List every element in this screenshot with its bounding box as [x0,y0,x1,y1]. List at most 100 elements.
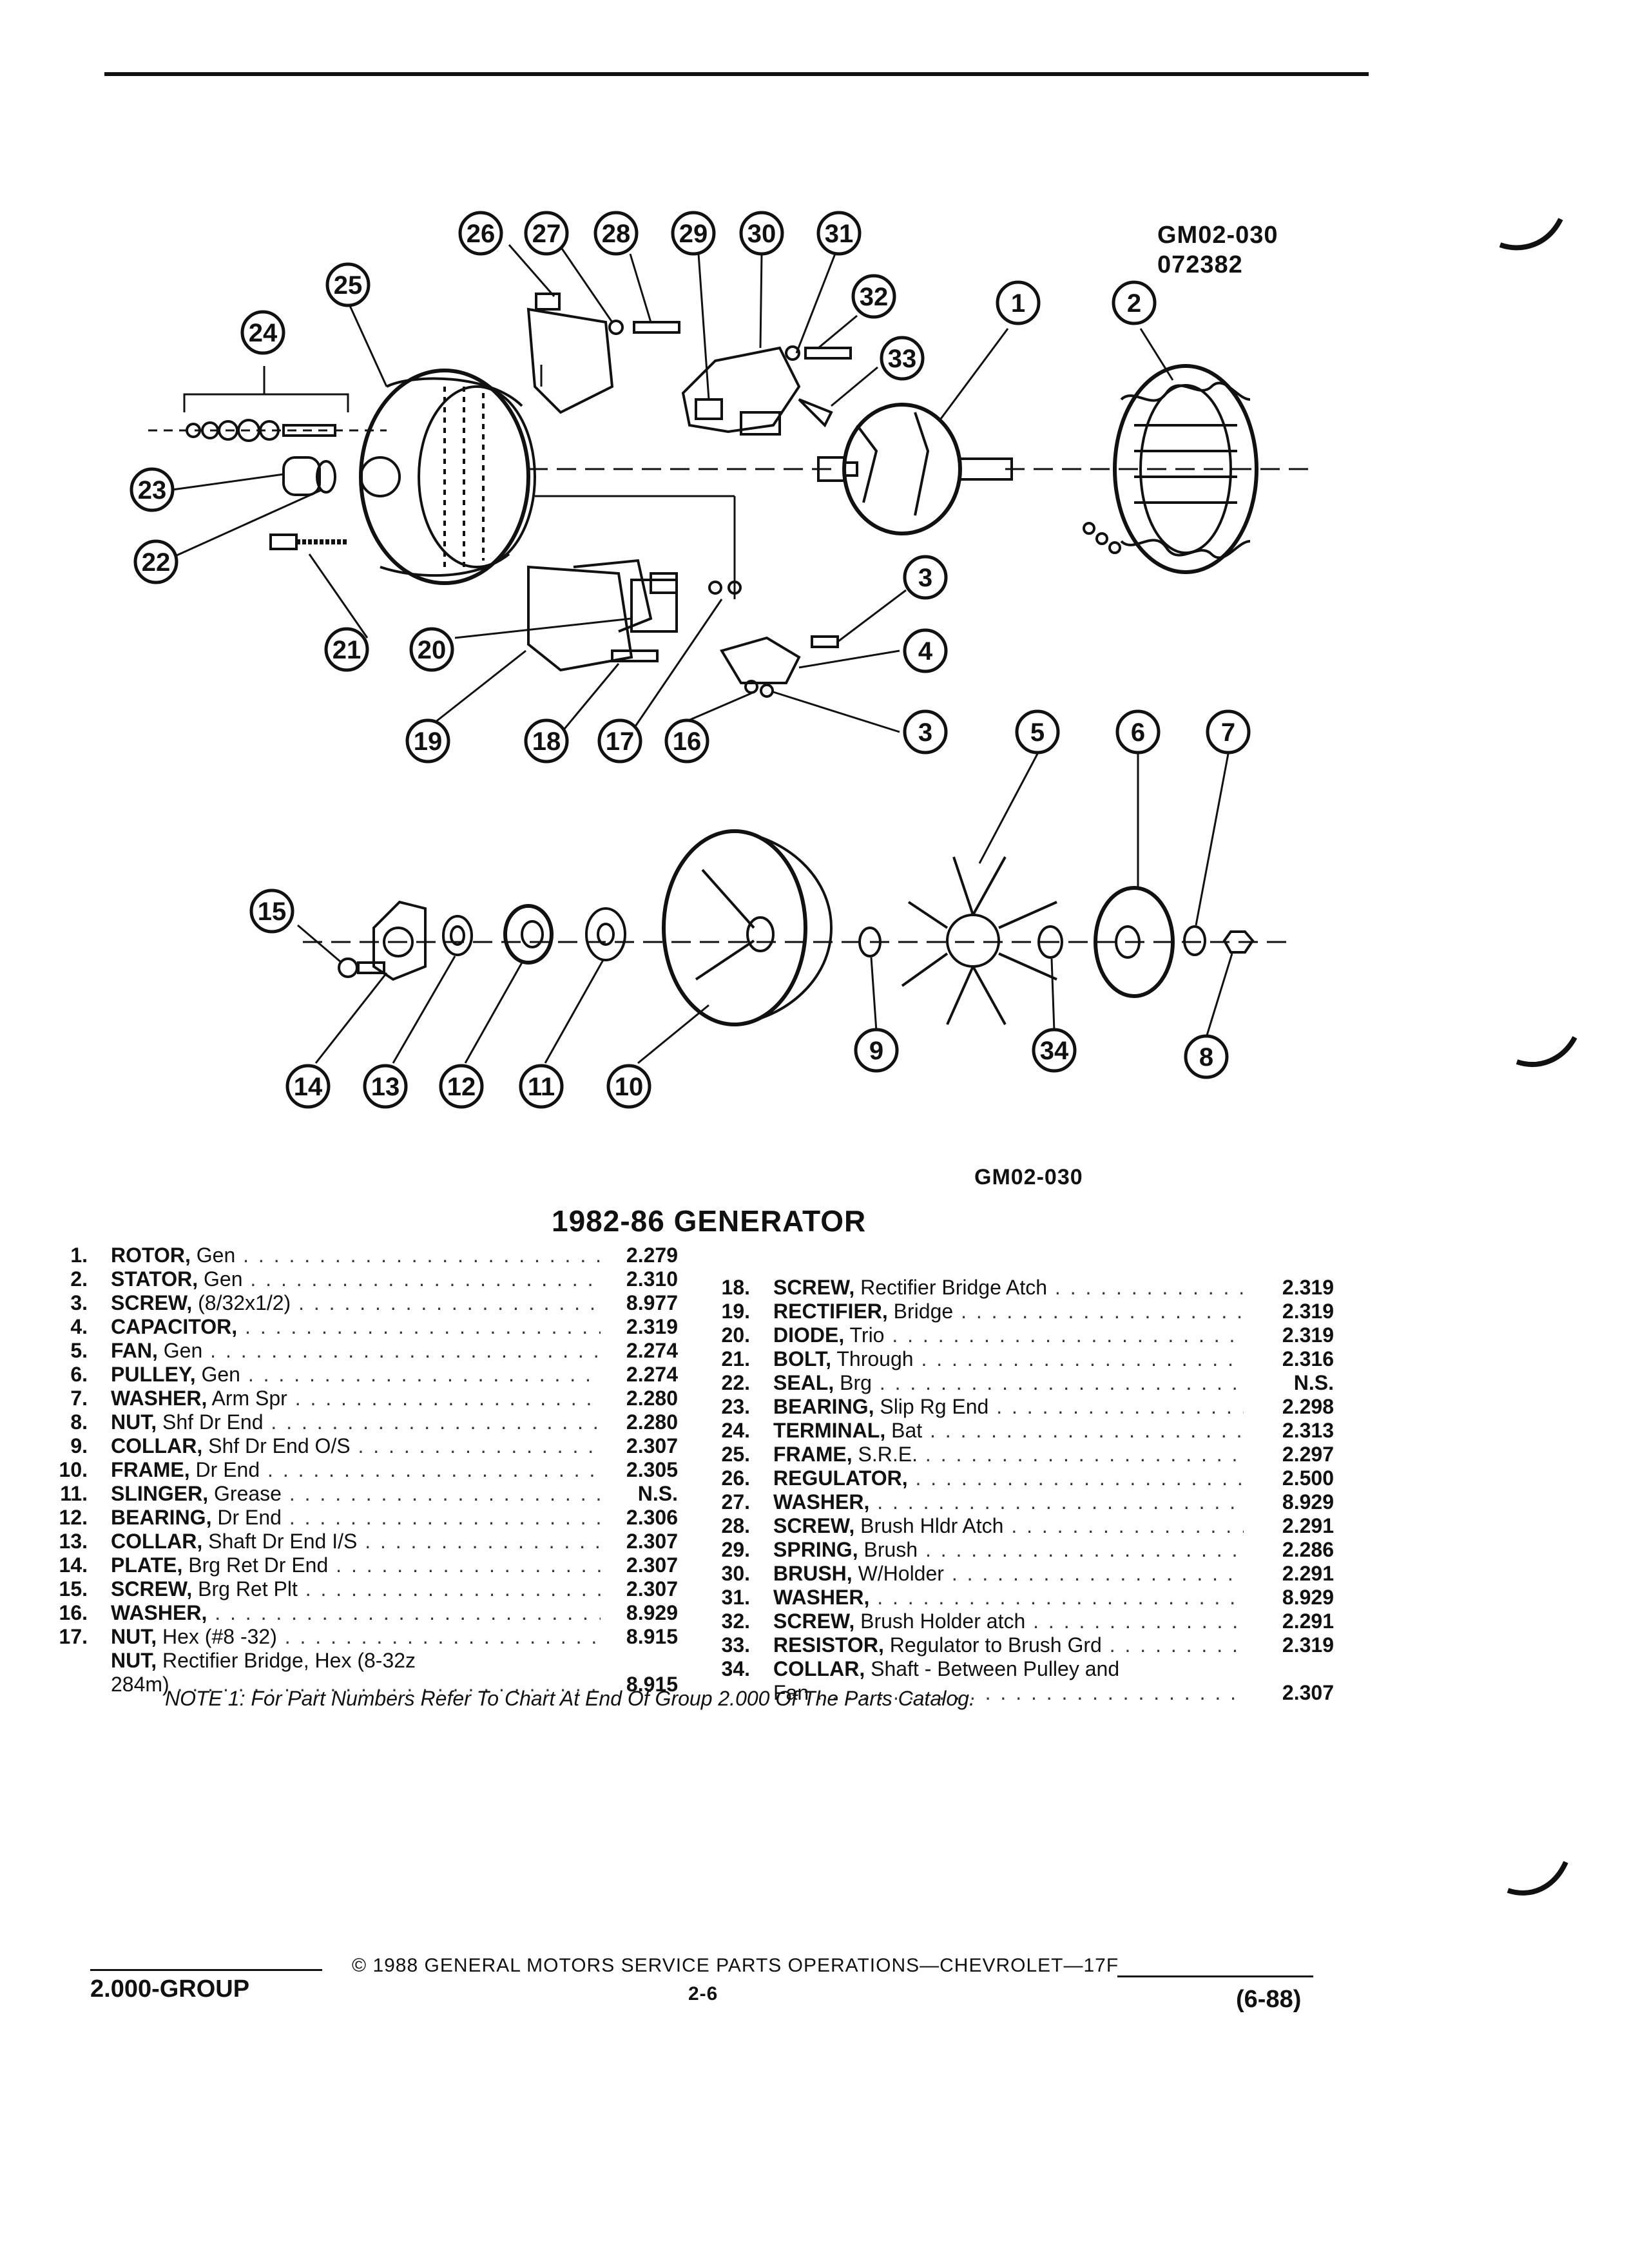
part-description: STATOR, Gen . . . . . . . . . . . . . . … [111,1267,601,1291]
svg-text:17: 17 [606,727,635,756]
callout-29 [671,211,716,256]
callout-33 [880,336,925,381]
part-number: 2. [70,1267,88,1291]
footer-rule-right [1117,1975,1313,1977]
group-number: 8.977 [626,1291,678,1314]
parts-list-title: 1982-86 GENERATOR [552,1204,867,1238]
dot-leader: . . . . . . . . . . . . . . . . . . . . … [250,1267,601,1291]
part-description: BOLT, Through . . . . . . . . . . . . . … [773,1347,1244,1371]
group-number: 8.929 [1282,1586,1334,1609]
part-detail: Hex (#8 -32) [157,1625,277,1648]
part-number: 22. [721,1371,750,1394]
svg-text:12: 12 [447,1073,476,1101]
stator-part [1083,364,1258,574]
part-row: 16.WASHER, . . . . . . . . . . . . . . .… [40,1601,704,1625]
dot-leader: . . . . . . . . . . . . . . . . . . . . … [365,1530,601,1553]
callout-12 [439,1064,484,1109]
part-detail: Slip Rg End [874,1395,989,1418]
part-detail: Dr End [189,1458,260,1481]
frame-sre-part [359,369,536,585]
part-number: 9. [70,1434,88,1457]
callout-10 [606,1064,651,1109]
part-name: SCREW, [773,1276,855,1299]
callout-2 [1112,280,1157,325]
footer-page-number: 2-6 [688,1983,718,2004]
part-row: 15.SCREW, Brg Ret Plt . . . . . . . . . … [40,1577,704,1601]
part-detail: Gen [157,1339,203,1362]
part-number: 32. [721,1610,750,1633]
group-number: 8.929 [626,1601,678,1624]
group-number: 2.280 [626,1410,678,1434]
group-number: 2.279 [626,1244,678,1267]
footer-date: (6-88) [1236,1986,1302,2013]
dot-leader: . . . . . . . . . . . . . . . . . . . . … [879,1371,1244,1394]
part-row: 18.SCREW, Rectifier Bridge Atch . . . . … [702,1276,1347,1300]
part-row: 17.NUT, Hex (#8 -32) . . . . . . . . . .… [40,1625,704,1649]
part-row: 4.CAPACITOR, . . . . . . . . . . . . . .… [40,1315,704,1339]
part-number: 12. [59,1506,88,1529]
part-detail: Dr End [211,1506,282,1529]
callout-30 [739,211,784,256]
dot-leader: . . . . . . . . . . . . . . . . . . . . … [243,1244,601,1267]
part-number: 34. [721,1657,750,1680]
part-detail: Brg [834,1371,872,1394]
svg-text:15: 15 [258,898,287,926]
svg-text:33: 33 [888,345,917,373]
part-description: TERMINAL, Bat . . . . . . . . . . . . . … [773,1419,1244,1443]
svg-text:2: 2 [1127,289,1141,318]
part-detail: Arm Spr [207,1387,287,1410]
dot-leader: . . . . . . . . . . . . . . . . . . . . … [892,1323,1244,1347]
part-description: RESISTOR, Regulator to Brush Grd . . . .… [773,1633,1244,1657]
svg-text:10: 10 [615,1073,644,1101]
dot-leader: . . . . . . . . . . . . . . . . . . . . … [877,1586,1244,1609]
part-row: 28.SCREW, Brush Hldr Atch . . . . . . . … [702,1514,1347,1538]
callout-20 [409,627,454,672]
svg-text:31: 31 [825,220,854,248]
group-number: 2.280 [626,1387,678,1410]
part-row: 8.NUT, Shf Dr End . . . . . . . . . . . … [40,1410,704,1434]
part-name: ROTOR, [111,1244,191,1267]
part-name: COLLAR, [111,1434,203,1457]
part-description: COLLAR, Shaft Dr End I/S . . . . . . . .… [111,1530,601,1553]
callout-6 [1115,709,1161,754]
part-row: 13.COLLAR, Shaft Dr End I/S . . . . . . … [40,1530,704,1553]
part-number: 18. [721,1276,750,1299]
group-number: 8.929 [1282,1490,1334,1514]
capacitor-part [719,636,801,684]
group-number: 2.319 [1282,1633,1334,1657]
part-row: NUT, Rectifier Bridge, Hex (8-32z [40,1649,704,1673]
part-name: RESISTOR, [773,1633,884,1657]
part-row: 14.PLATE, Brg Ret Dr End . . . . . . . .… [40,1553,704,1577]
fan-part [901,856,1057,1025]
part-detail: Fan [773,1681,809,1704]
group-number: 2.310 [626,1267,678,1291]
part-name: SCREW, [773,1514,855,1537]
part-row: 32.SCREW, Brush Holder atch . . . . . . … [702,1610,1347,1633]
group-number: 2.319 [1282,1300,1334,1323]
svg-text:19: 19 [414,727,443,756]
regulator-part [526,293,614,414]
plate-brg-ret-part [372,900,427,981]
part-number: 3. [70,1291,88,1314]
terminal-bat-part [186,419,336,442]
part-number: 16. [59,1601,88,1624]
part-description: PULLEY, Gen . . . . . . . . . . . . . . … [111,1363,601,1387]
callout-5 [1015,709,1060,754]
dot-leader: . . . . . . . . . . . . . . . . . . . . … [1054,1276,1244,1299]
part-name: COLLAR, [773,1657,865,1680]
part-description: COLLAR, Shaft - Between Pulley and [773,1657,1263,1681]
part-description: SCREW, Brg Ret Plt . . . . . . . . . . .… [111,1577,601,1601]
part-detail: Shf Dr End [157,1410,264,1434]
group-number: 2.319 [1282,1323,1334,1347]
dot-leader: . . . . . . . . . . . . . . . . . . . . … [336,1553,601,1577]
part-detail: Brush [858,1538,918,1561]
part-description: 284m) . . . . . . . . . . . . . . . . . … [111,1673,601,1696]
part-row: 29.SPRING, Brush . . . . . . . . . . . .… [702,1538,1347,1562]
callout-11 [519,1064,564,1109]
part-number: 6. [70,1363,88,1386]
part-number: 25. [721,1443,750,1466]
dot-leader: . . . . . . . . . . . . . . . . . . . . … [1109,1633,1244,1657]
dot-leader: . . . . . . . . . . . . . . . . . . . . … [1033,1610,1244,1633]
part-row: 11.SLINGER, Grease . . . . . . . . . . .… [40,1482,704,1506]
